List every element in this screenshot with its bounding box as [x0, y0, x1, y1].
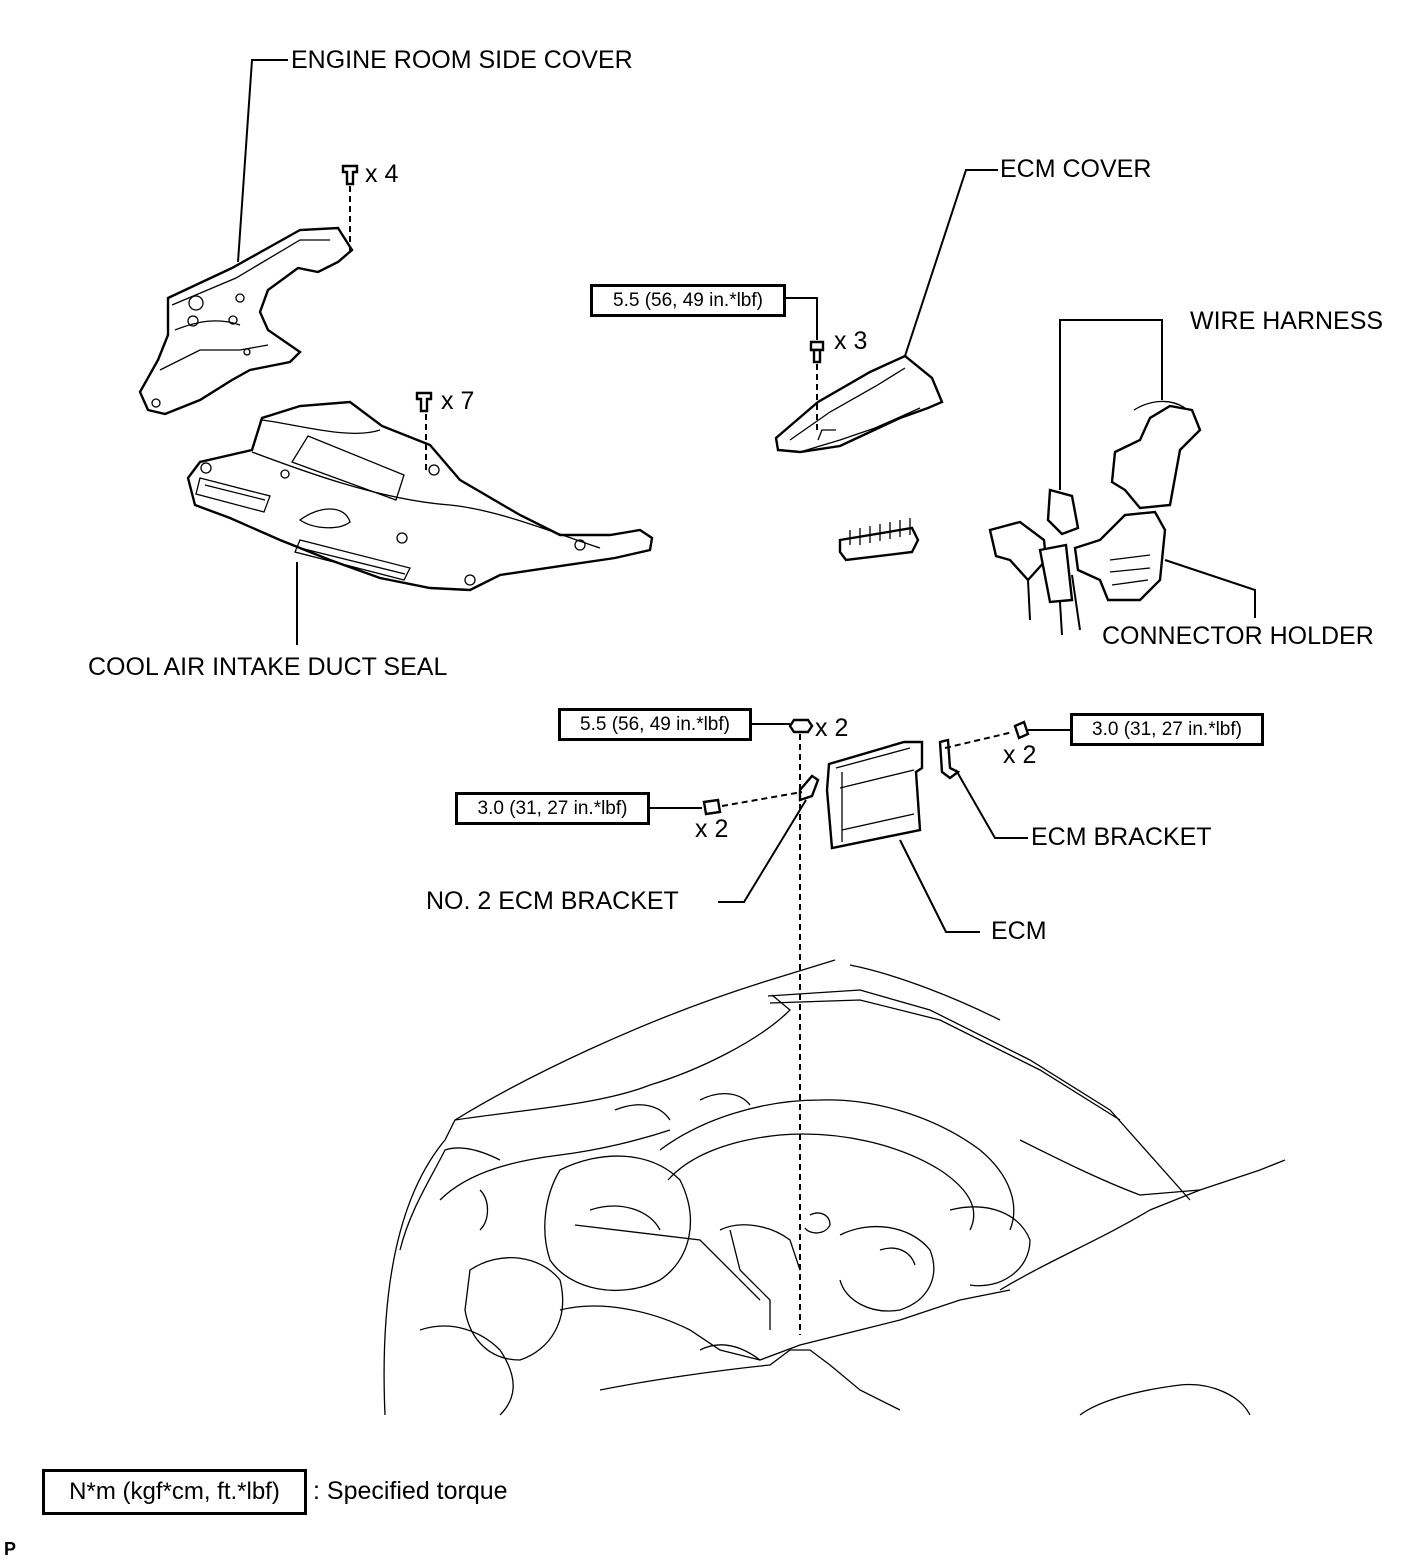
label-ecm-cover: ECM COVER [1000, 155, 1152, 183]
label-cool-air-intake-duct-seal: COOL AIR INTAKE DUCT SEAL [88, 653, 448, 681]
label-connector-holder: CONNECTOR HOLDER [1102, 622, 1374, 650]
cool-air-intake-duct-seal-drawing [186, 400, 654, 592]
legend-torque-unit-box: N*m (kgf*cm, ft.*lbf) [42, 1469, 307, 1515]
clip-icon [341, 164, 359, 186]
qty-ecm-nuts: x 2 [815, 714, 849, 742]
torque-ecm-cover-bolt: 5.5 (56, 49 in.*lbf) [590, 284, 786, 317]
label-ecm-bracket: ECM BRACKET [1031, 823, 1212, 851]
torque-ecm-nut: 5.5 (56, 49 in.*lbf) [558, 708, 752, 741]
clip-icon [415, 391, 433, 413]
label-wire-harness: WIRE HARNESS [1190, 307, 1384, 335]
bolt-icon [1013, 720, 1030, 740]
qty-side-cover-clips: x 4 [365, 160, 399, 188]
bolt-icon [809, 340, 825, 364]
engine-room-side-cover-drawing [138, 226, 354, 416]
bolt-icon [702, 798, 722, 816]
connector-pins-drawing [838, 518, 920, 562]
wire-harness-drawing [988, 400, 1202, 636]
legend-description: : Specified torque [313, 1477, 508, 1505]
torque-ecm-bracket-bolt: 3.0 (31, 27 in.*lbf) [1070, 713, 1264, 746]
nut-icon [788, 718, 814, 734]
torque-no2-bracket-bolt: 3.0 (31, 27 in.*lbf) [455, 792, 650, 825]
label-engine-room-side-cover: ENGINE ROOM SIDE COVER [291, 46, 633, 74]
qty-duct-seal-clips: x 7 [441, 387, 475, 415]
label-no2-ecm-bracket: NO. 2 ECM BRACKET [426, 887, 679, 915]
engine-bay-drawing [383, 959, 1286, 1416]
ecm-cover-drawing [774, 354, 944, 454]
footer-mark: P [4, 1539, 17, 1559]
qty-no2-bracket-bolts: x 2 [695, 815, 729, 843]
label-ecm: ECM [991, 917, 1047, 945]
qty-ecm-cover-bolts: x 3 [834, 327, 868, 355]
connector-holder-drawing [1073, 510, 1167, 602]
ecm-drawing [798, 738, 961, 850]
qty-ecm-bracket-bolts: x 2 [1003, 741, 1037, 769]
